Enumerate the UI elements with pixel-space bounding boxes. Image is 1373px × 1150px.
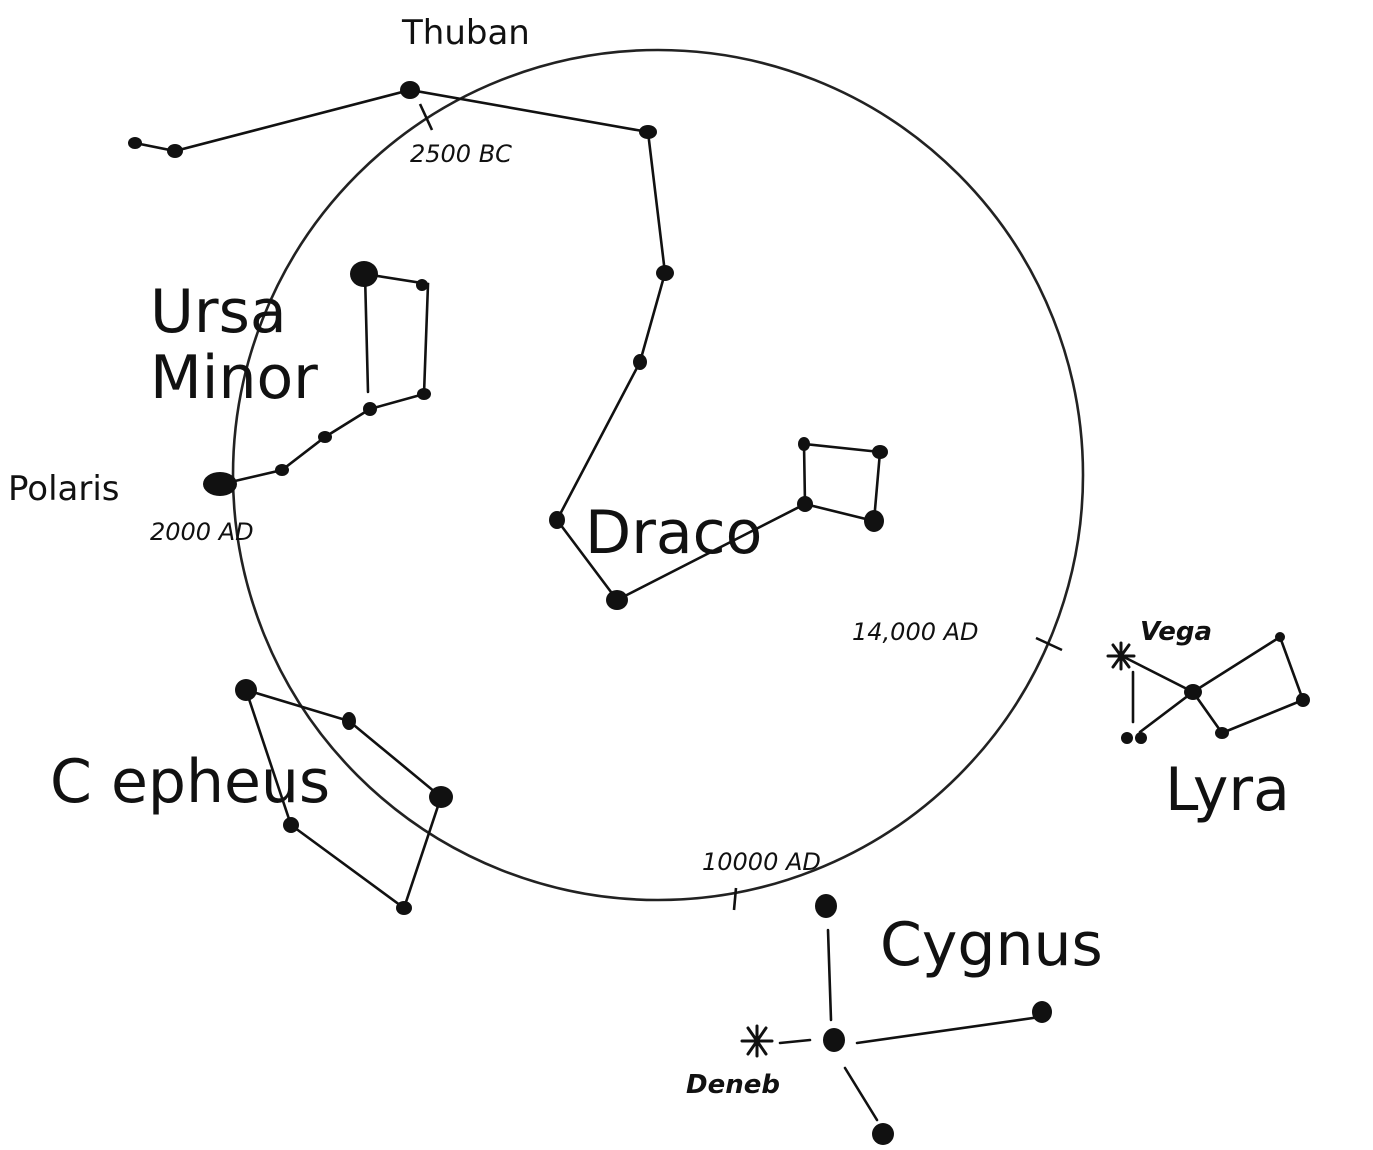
cygnus-star [1032,1001,1052,1023]
draco-star [549,511,565,529]
lyra-stars [1121,632,1310,744]
ursa-minor-star [318,431,332,443]
precession-circle [231,48,1085,902]
draco-star [798,437,810,451]
cepheus-star [342,712,356,730]
lyra-star [1121,732,1133,744]
cepheus-star [283,817,299,833]
draco-star [872,445,888,459]
lyra-star [1215,727,1229,739]
deneb-asterisk [740,1024,774,1058]
polaris-label: Polaris [8,469,120,509]
date-2000ad: 2000 AD [150,518,254,546]
vega-label: Vega [1140,617,1212,647]
date-14000ad: 14,000 AD [852,618,979,646]
cygnus-star [823,1028,845,1052]
cygnus-stars [815,894,1052,1145]
ursa-minor-label-2: Minor [150,343,318,413]
date-2500bc: 2500 BC [410,140,512,168]
thuban-label: Thuban [401,13,530,53]
lyra-star [1275,632,1285,642]
cepheus-star [429,786,453,808]
lyra-star [1184,684,1202,700]
ursa-minor-star [350,261,378,287]
draco-star [167,144,183,158]
draco-label: Draco [585,498,762,568]
deneb-label: Deneb [686,1070,780,1100]
draco-star [864,510,884,532]
lyra-lines [1120,635,1305,735]
cepheus-stars [235,679,453,915]
cygnus-label: Cygnus [880,910,1103,980]
draco-star [128,137,142,149]
cygnus-star [872,1123,894,1145]
ursa-minor-label-1: Ursa [150,277,287,347]
vega-asterisk [1106,641,1136,671]
cepheus-label: C epheus [50,747,330,817]
tick-10000ad [732,887,738,911]
draco-star [633,354,647,370]
lyra-label: Lyra [1165,755,1290,825]
ursa-minor-star [416,279,428,291]
draco-star [797,496,813,512]
cepheus-star [396,901,412,915]
draco-stars [128,81,888,610]
polaris-star [203,472,237,496]
ursa-minor-stars [203,261,431,496]
ursa-minor-star [363,402,377,416]
draco-star [639,125,657,139]
lyra-star [1296,693,1310,707]
tick-14000ad [1035,636,1063,652]
cygnus-star [815,894,837,918]
cepheus-star [235,679,257,701]
ursa-minor-star [275,464,289,476]
draco-star [656,265,674,281]
lyra-star [1135,732,1147,744]
cepheus-lines [244,688,443,911]
date-10000ad: 10000 AD [702,848,821,876]
ursa-minor-star [417,388,431,400]
tick-2500bc [418,103,434,131]
draco-star [606,590,628,610]
cygnus-lines [778,928,1042,1122]
thuban-star [400,81,420,99]
